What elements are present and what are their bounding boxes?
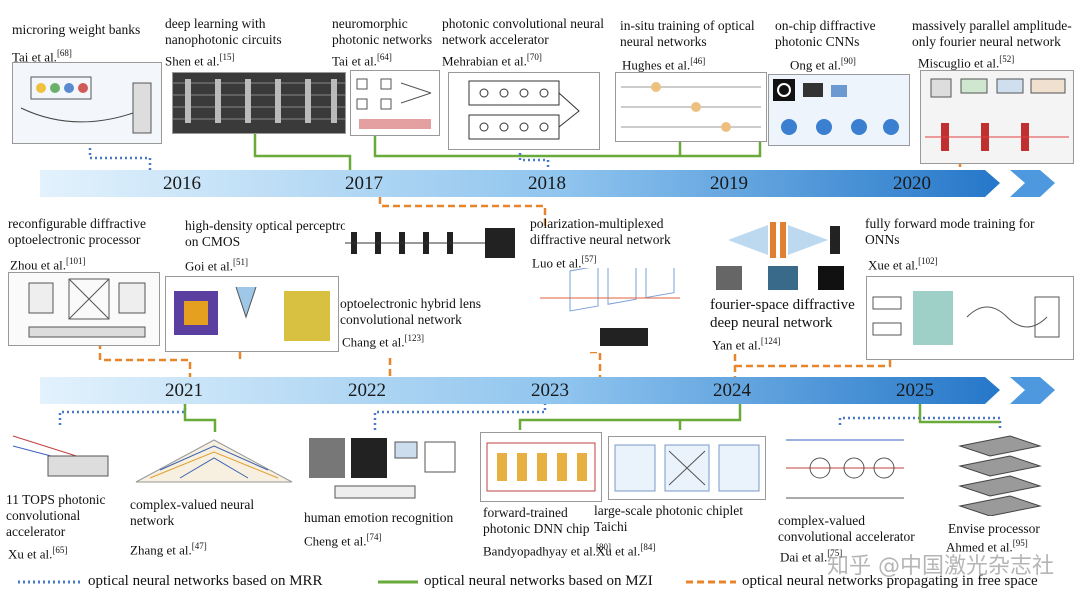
figure-cmos-perceptron xyxy=(165,276,339,352)
item-title: polarization-multiplexed diffractive neu… xyxy=(530,216,671,247)
connector-free-2023 xyxy=(590,350,602,377)
item-citation: Goi et al.[51] xyxy=(185,257,249,274)
connector-free-2021 xyxy=(98,342,192,377)
item-citation: Xu et al.[84] xyxy=(596,542,656,559)
year-2021: 2021 xyxy=(165,380,203,401)
figure-forward-training xyxy=(866,276,1074,360)
item-citation: Dai et al.[75] xyxy=(780,548,843,565)
figure-hybrid-lens xyxy=(345,210,523,274)
connector-mrr-2018 xyxy=(518,148,550,170)
figure-envise-processor xyxy=(940,432,1060,516)
item-title: massively parallel amplitude-only fourie… xyxy=(912,18,1072,49)
item-title: complex-valued neural network xyxy=(130,497,255,528)
item-title: large-scale photonic chiplet Taichi xyxy=(594,503,743,534)
item-title: fully forward mode training for ONNs xyxy=(865,216,1035,247)
figure-complex-conv-accelerator xyxy=(780,428,910,508)
figure-polarization-diffractive xyxy=(530,268,694,352)
figure-photonic-cnn-accelerator xyxy=(448,72,600,150)
item-title: reconfigurable diffractive optoelectroni… xyxy=(8,216,147,247)
item-citation: Zhou et al.[101] xyxy=(10,256,86,273)
item-title: on-chip diffractive photonic CNNs xyxy=(775,18,876,49)
item-title: 11 TOPS photonic convolutional accelerat… xyxy=(6,492,106,539)
item-citation: Xue et al.[102] xyxy=(868,256,938,273)
watermark: 知乎 @中国激光杂志社 xyxy=(827,554,1054,579)
legend-label-mrr: optical neural networks based on MRR xyxy=(88,573,323,589)
item-title: photonic convolutional neural network ac… xyxy=(442,16,604,47)
item-title: complex-valued convolutional accelerator xyxy=(778,513,915,544)
connector-mzi-2017 xyxy=(373,132,548,158)
item-title: in-situ training of optical neural netwo… xyxy=(620,18,755,49)
item-citation: Tai et al.[64] xyxy=(332,52,392,69)
year-2024: 2024 xyxy=(713,380,751,401)
figure-neuromorphic-network xyxy=(350,70,440,136)
figure-in-situ-training xyxy=(615,72,767,142)
item-title: high-density optical perceptron on CMOS xyxy=(185,218,354,249)
timeline-arrow-top xyxy=(40,170,1000,197)
year-2023: 2023 xyxy=(531,380,569,401)
figure-fourier-space-d2nn xyxy=(708,210,858,296)
figure-taichi-chiplet xyxy=(608,436,766,500)
item-citation: Bandyopadhyay et al.[80] xyxy=(483,542,611,559)
item-citation: Luo et al.[57] xyxy=(532,254,597,271)
item-citation: Chang et al.[123] xyxy=(342,333,424,350)
connector-free-2024b xyxy=(735,360,892,368)
figure-nanophotonic-chip xyxy=(172,72,346,134)
connector-mzi-2016 xyxy=(253,130,352,170)
connector-mrr-2016 xyxy=(88,148,152,170)
item-citation: Xu et al.[65] xyxy=(8,545,68,562)
item-citation: Tai et al.[68] xyxy=(12,48,72,65)
item-title: deep learning with nanophotonic circuits xyxy=(165,16,282,47)
connector-mzi-2023 xyxy=(518,404,742,430)
figure-fourier-neural-network xyxy=(920,70,1074,164)
timeline-arrow-middle xyxy=(40,377,1000,404)
item-citation: Zhang et al.[47] xyxy=(130,541,207,558)
figure-tops-accelerator xyxy=(8,426,118,486)
year-2019: 2019 xyxy=(710,173,748,194)
connector-mrr-2022 xyxy=(373,404,547,430)
figure-emotion-recognition xyxy=(305,432,465,506)
timeline-chevron-middle xyxy=(1010,377,1055,404)
item-title: forward-trained photonic DNN chip xyxy=(483,505,590,536)
year-2020: 2020 xyxy=(893,173,931,194)
year-2016: 2016 xyxy=(163,173,201,194)
item-citation: Miscuglio et al.[52] xyxy=(918,54,1015,71)
year-2017: 2017 xyxy=(345,173,383,194)
item-citation: Hughes et al.[46] xyxy=(622,56,706,73)
figure-diffractive-processor xyxy=(8,272,160,346)
item-title: neuromorphic photonic networks xyxy=(332,16,433,47)
item-citation: Ong et al.[90] xyxy=(790,56,856,73)
item-citation: Yan et al.[124] xyxy=(712,336,781,353)
item-title: fourier-space diffractive deep neural ne… xyxy=(710,297,855,331)
year-2022: 2022 xyxy=(348,380,386,401)
item-citation: Mehrabian et al.[70] xyxy=(442,52,542,69)
connector-mzi-2018 xyxy=(548,138,762,158)
figure-forward-trained-chip xyxy=(480,432,602,502)
connector-mzi-2025 xyxy=(918,404,1000,424)
connector-mzi-2021 xyxy=(183,404,217,432)
figure-complex-valued-network xyxy=(130,432,298,488)
item-title: human emotion recognition xyxy=(304,510,454,525)
figure-diffractive-cnn xyxy=(768,74,910,146)
legend-label-free-space: optical neural networks propagating in f… xyxy=(742,573,1038,589)
year-2018: 2018 xyxy=(528,173,566,194)
item-citation: Ahmed et al.[95] xyxy=(946,538,1028,555)
year-2025: 2025 xyxy=(896,380,934,401)
connector-free-2017b xyxy=(378,197,547,228)
item-title: Envise processor xyxy=(948,521,1040,536)
item-title: microring weight banks xyxy=(12,22,141,37)
item-title: optoelectronic hybrid lens convolutional… xyxy=(340,296,481,327)
item-citation: Shen et al.[15] xyxy=(165,52,235,69)
legend-label-mzi: optical neural networks based on MZI xyxy=(424,573,653,589)
item-citation: Cheng et al.[74] xyxy=(304,532,382,549)
timeline-chevron-top xyxy=(1010,170,1055,197)
figure-mrr-weight-banks xyxy=(12,62,162,144)
